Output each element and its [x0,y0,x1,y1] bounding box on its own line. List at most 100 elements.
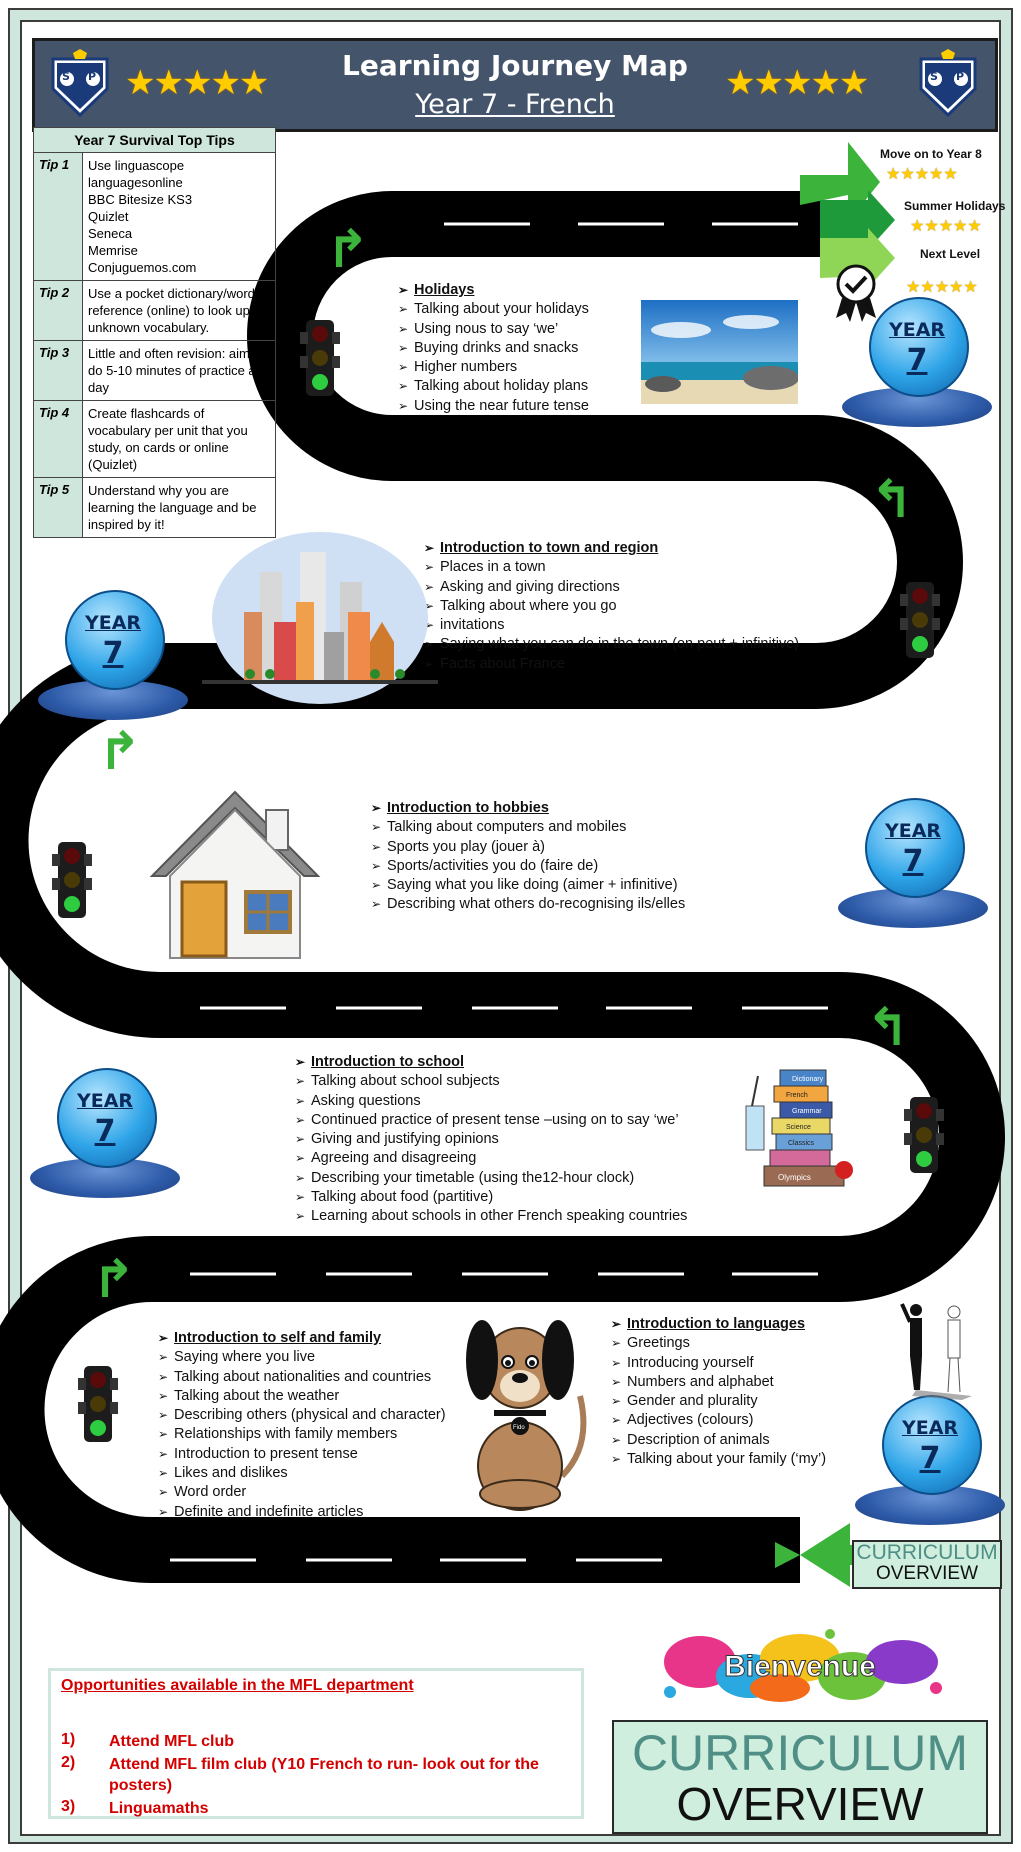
start-arrow [800,1523,855,1587]
crest-letter-right: P [956,70,965,83]
book-title: Olympics [778,1173,811,1182]
badge-ball [57,1068,157,1168]
bienvenue-splash: Bienvenue [664,1629,942,1702]
goal-summer: Summer Holidays [904,199,1006,213]
unit-item: Using the near future tense [398,397,648,417]
road-markings [170,222,828,1562]
tips-heading: Year 7 Survival Top Tips [33,127,276,153]
unit-heading: Introduction to hobbies [371,799,791,819]
turn-arrow-icon: ↱ [326,220,370,280]
turn-arrow-icon: ↱ [92,1250,136,1310]
unit-item: Gender and plurality [611,1392,841,1412]
tip-text: Little and often revision: aim to do 5-1… [82,340,276,401]
school-crest-icon [919,49,977,118]
unit-school: Introduction to school Talking about sch… [295,1053,725,1227]
start-arrow-stripe [775,1542,800,1568]
unit-item: Talking about where you go [424,597,844,617]
unit-town: Introduction to town and region Places i… [424,539,844,674]
banner-stars-left: ★★★★★ [125,63,269,103]
unit-item: Learning about schools in other French s… [295,1207,725,1227]
badge-ball [869,297,969,397]
page-subtitle: Year 7 - French [415,89,615,120]
goal-next-level: Next Level [920,247,981,261]
opportunity-number: 2) [61,1754,76,1771]
unit-item: Describing what others do-recognising il… [371,895,791,915]
unit-item: Talking about your family (‘my’) [611,1450,841,1470]
city-skyline-icon [202,532,438,704]
badge-ball [882,1395,982,1495]
unit-item: Sports/activities you do (faire de) [371,857,791,877]
unit-item: Describing your timetable (using the12-h… [295,1169,725,1189]
goal-arrows [800,142,895,288]
badge-ball [65,590,165,690]
books-icon: Dictionary French Grammar Science Classi… [745,1069,853,1187]
unit-item: Facts about France [424,655,844,675]
silhouette-icon [900,1303,972,1400]
opportunity-number: 1) [61,1731,76,1748]
curriculum-line1: CURRICULUM [631,1725,969,1781]
opportunity-text: Attend MFL club [109,1733,235,1750]
badge-year-number: 7 [94,1114,116,1149]
badge-year-word: YEAR [84,612,142,634]
traffic-light-icon [904,1097,944,1173]
dog-tag: Fido [513,1425,525,1431]
unit-item: Talking about food (partitive) [295,1188,725,1208]
award-icon [836,264,876,322]
tip-text: Use a pocket dictionary/word reference (… [82,280,276,341]
banner: S P ★★★★★ Learning Journey Map Year 7 - … [32,38,998,132]
unit-item: invitations [424,616,844,636]
tip-text: Use linguascope languagesonline BBC Bite… [82,152,276,281]
book-title: Grammar [792,1108,822,1115]
road-path [0,191,1005,1583]
unit-heading: Holidays [398,281,648,301]
unit-item: Giving and justifying opinions [295,1130,725,1150]
tip-label: Tip 4 [33,400,83,478]
unit-item: Buying drinks and snacks [398,339,648,359]
unit-item: Saying what you like doing (aimer + infi… [371,876,791,896]
curriculum-line1: CURRICULUM [856,1541,998,1564]
badge-ball [865,798,965,898]
book-title: Science [786,1124,811,1131]
unit-item: Using nous to say ‘we’ [398,320,648,340]
unit-item: Introduction to present tense [158,1445,458,1465]
unit-item: Greetings [611,1334,841,1354]
unit-item: Asking and giving directions [424,578,844,598]
badge-year-number: 7 [906,343,928,378]
crest-letter-right: P [88,70,97,83]
tip-label: Tip 3 [33,340,83,401]
curriculum-overview-badge: CURRICULUM OVERVIEW [852,1540,1002,1589]
unit-item: Likes and dislikes [158,1464,458,1484]
unit-self-family: Introduction to self and family Saying w… [158,1329,458,1522]
unit-item: Relationships with family members [158,1425,458,1445]
curriculum-line2: OVERVIEW [676,1778,924,1830]
goal-move-on: Move on to Year 8 [880,147,982,161]
unit-item: Adjectives (colours) [611,1411,841,1431]
unit-hobbies: Introduction to hobbies Talking about co… [371,799,791,915]
unit-heading: Introduction to town and region [424,539,844,559]
curriculum-overview-logo: CURRICULUM OVERVIEW [612,1720,988,1834]
unit-item: Describing others (physical and characte… [158,1406,458,1426]
dog-icon: Fido [466,1320,587,1511]
unit-item: Talking about nationalities and countrie… [158,1368,458,1388]
house-icon [149,790,321,959]
badge-year-word: YEAR [884,820,942,842]
badge-year-number: 7 [919,1441,941,1476]
opportunity-text: Linguamaths [109,1800,209,1817]
unit-heading: Introduction to self and family [158,1329,458,1349]
book-title: Classics [788,1140,815,1147]
beach-photo [641,300,798,404]
tip-text: Create flashcards of vocabulary per unit… [82,400,276,478]
goal-summer-stars: ★★★★★ [910,216,982,235]
unit-item: Sports you play (jouer à) [371,838,791,858]
tip-text: Understand why you are learning the lang… [82,477,276,538]
tip-label: Tip 5 [33,477,83,538]
curriculum-line2: OVERVIEW [875,1563,979,1584]
unit-item: Continued practice of present tense –usi… [295,1111,725,1131]
